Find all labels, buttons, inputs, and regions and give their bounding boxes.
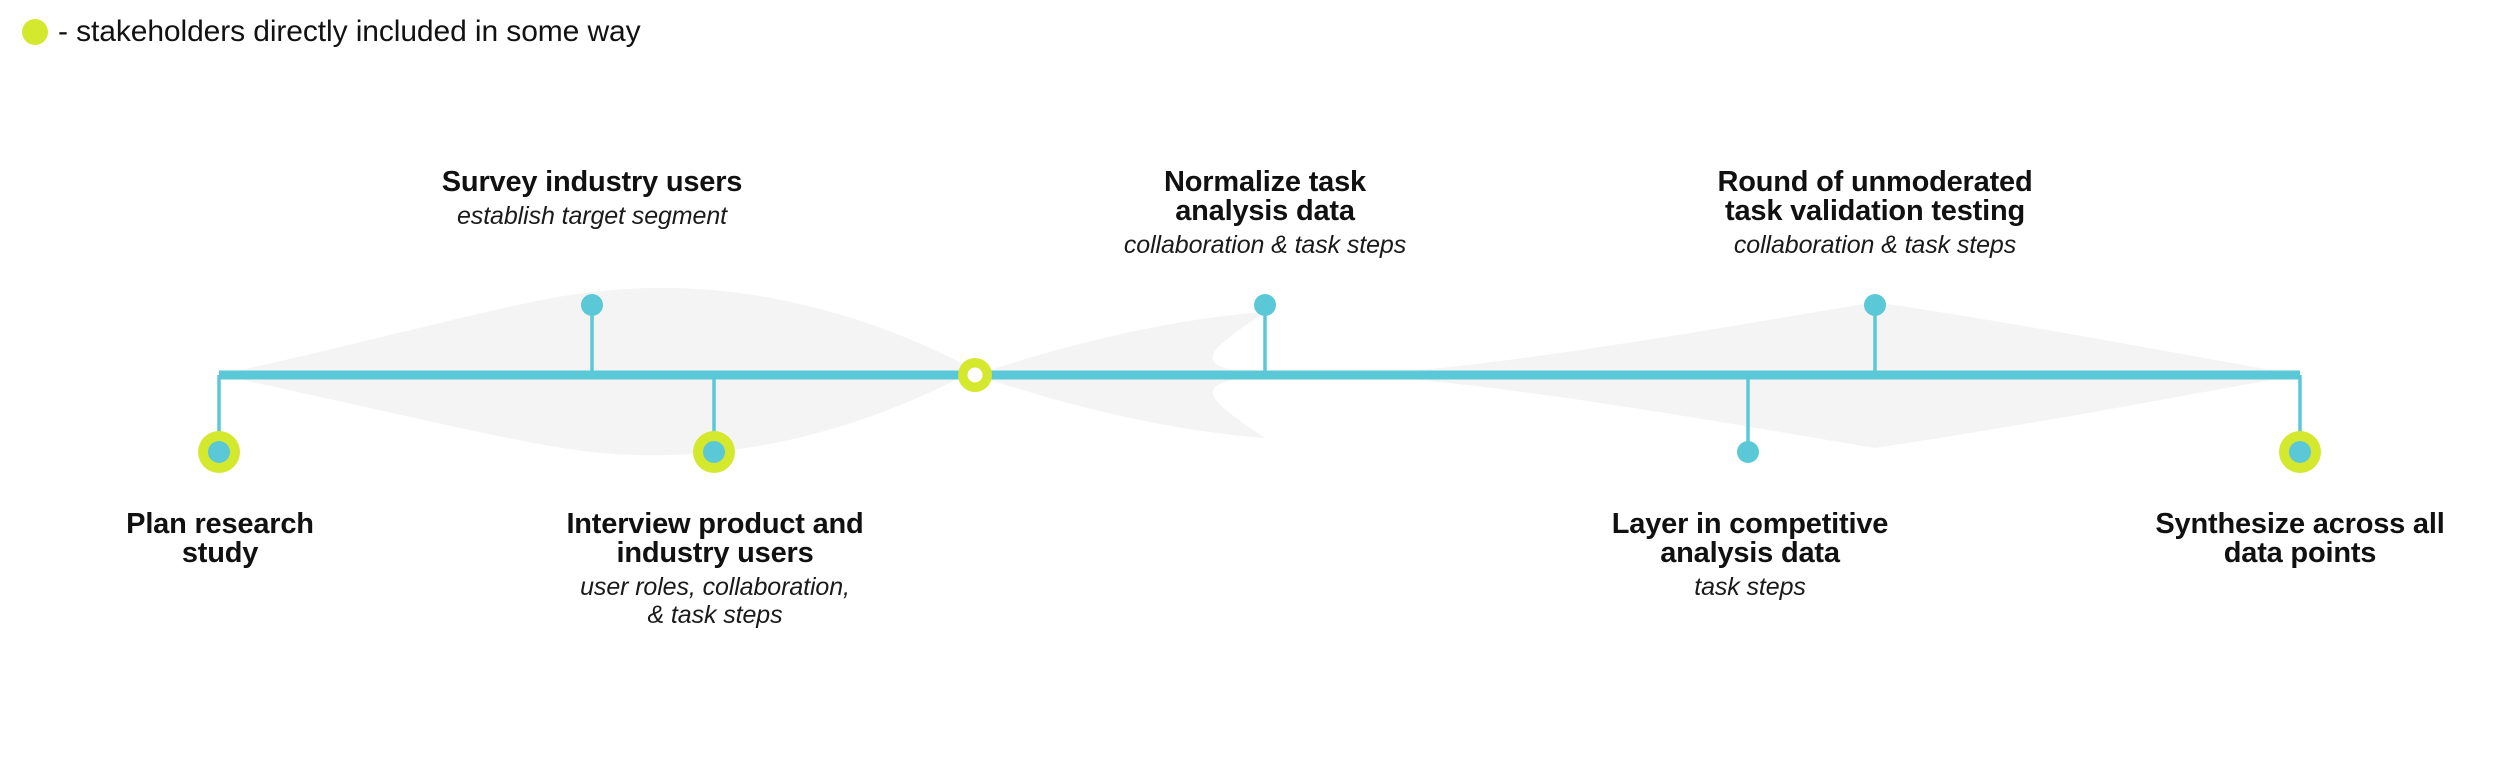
label-title-line1: Round of unmoderated bbox=[1717, 166, 2033, 198]
label-subtitle: collaboration & task steps bbox=[1123, 231, 1407, 259]
label-title-line1: Plan research bbox=[126, 508, 314, 540]
lime-dot-icon bbox=[22, 19, 48, 45]
label-round-of-unmoderated-task-validation-testing: Round of unmoderated task validation tes… bbox=[1590, 166, 2160, 259]
label-plan-research-study: Plan research study bbox=[10, 510, 430, 568]
label-layer-in-competitive-analysis-data: Layer in competitive analysis data task … bbox=[1490, 508, 2010, 601]
stakeholder-node-interview-product-and-industry-users[interactable] bbox=[693, 431, 735, 473]
legend-label: - stakeholders directly included in some… bbox=[58, 15, 641, 48]
label-title-line2: analysis data bbox=[1660, 537, 1840, 569]
label-title-line1: Layer in competitive bbox=[1611, 508, 1889, 540]
stakeholder-node-synthesize-across-all-data-points[interactable] bbox=[2279, 431, 2321, 473]
stakeholder-node-plan-research-study[interactable] bbox=[198, 431, 240, 473]
legend: - stakeholders directly included in some… bbox=[22, 17, 641, 47]
label-title-line1: Interview product and bbox=[566, 508, 864, 540]
label-title-line1: Synthesize across all bbox=[2155, 508, 2445, 540]
label-title-line2: study bbox=[181, 537, 259, 569]
label-subtitle-line1: user roles, collaboration, bbox=[580, 573, 850, 601]
dot-node-layer-in-competitive-analysis-data[interactable] bbox=[1737, 441, 1759, 463]
label-subtitle: collaboration & task steps bbox=[1733, 231, 2017, 259]
label-title-line2: data points bbox=[2223, 537, 2377, 569]
center-ring-marker[interactable] bbox=[958, 358, 992, 392]
label-subtitle-line2: & task steps bbox=[647, 601, 783, 630]
label-title-line1: Normalize task bbox=[1164, 166, 1366, 198]
label-title: Survey industry users bbox=[441, 166, 743, 198]
label-synthesize-across-all-data-points: Synthesize across all data points bbox=[2030, 510, 2500, 568]
label-title-line2: analysis data bbox=[1175, 195, 1355, 227]
label-survey-industry-users: Survey industry users establish target s… bbox=[255, 166, 929, 230]
dot-node-survey-industry-users[interactable] bbox=[581, 294, 603, 316]
dot-node-normalize-task-analysis-data[interactable] bbox=[1254, 294, 1276, 316]
label-title-line2: industry users bbox=[616, 537, 814, 569]
label-title-line2: task validation testing bbox=[1725, 195, 2025, 227]
label-subtitle: task steps bbox=[1694, 573, 1806, 601]
dot-node-round-of-unmoderated-task-validation-testing[interactable] bbox=[1864, 294, 1886, 316]
label-subtitle: establish target segment bbox=[457, 202, 727, 230]
label-interview-product-and-industry-users: Interview product and industry users use… bbox=[450, 510, 980, 629]
label-normalize-task-analysis-data: Normalize task analysis data collaborati… bbox=[1000, 166, 1530, 259]
